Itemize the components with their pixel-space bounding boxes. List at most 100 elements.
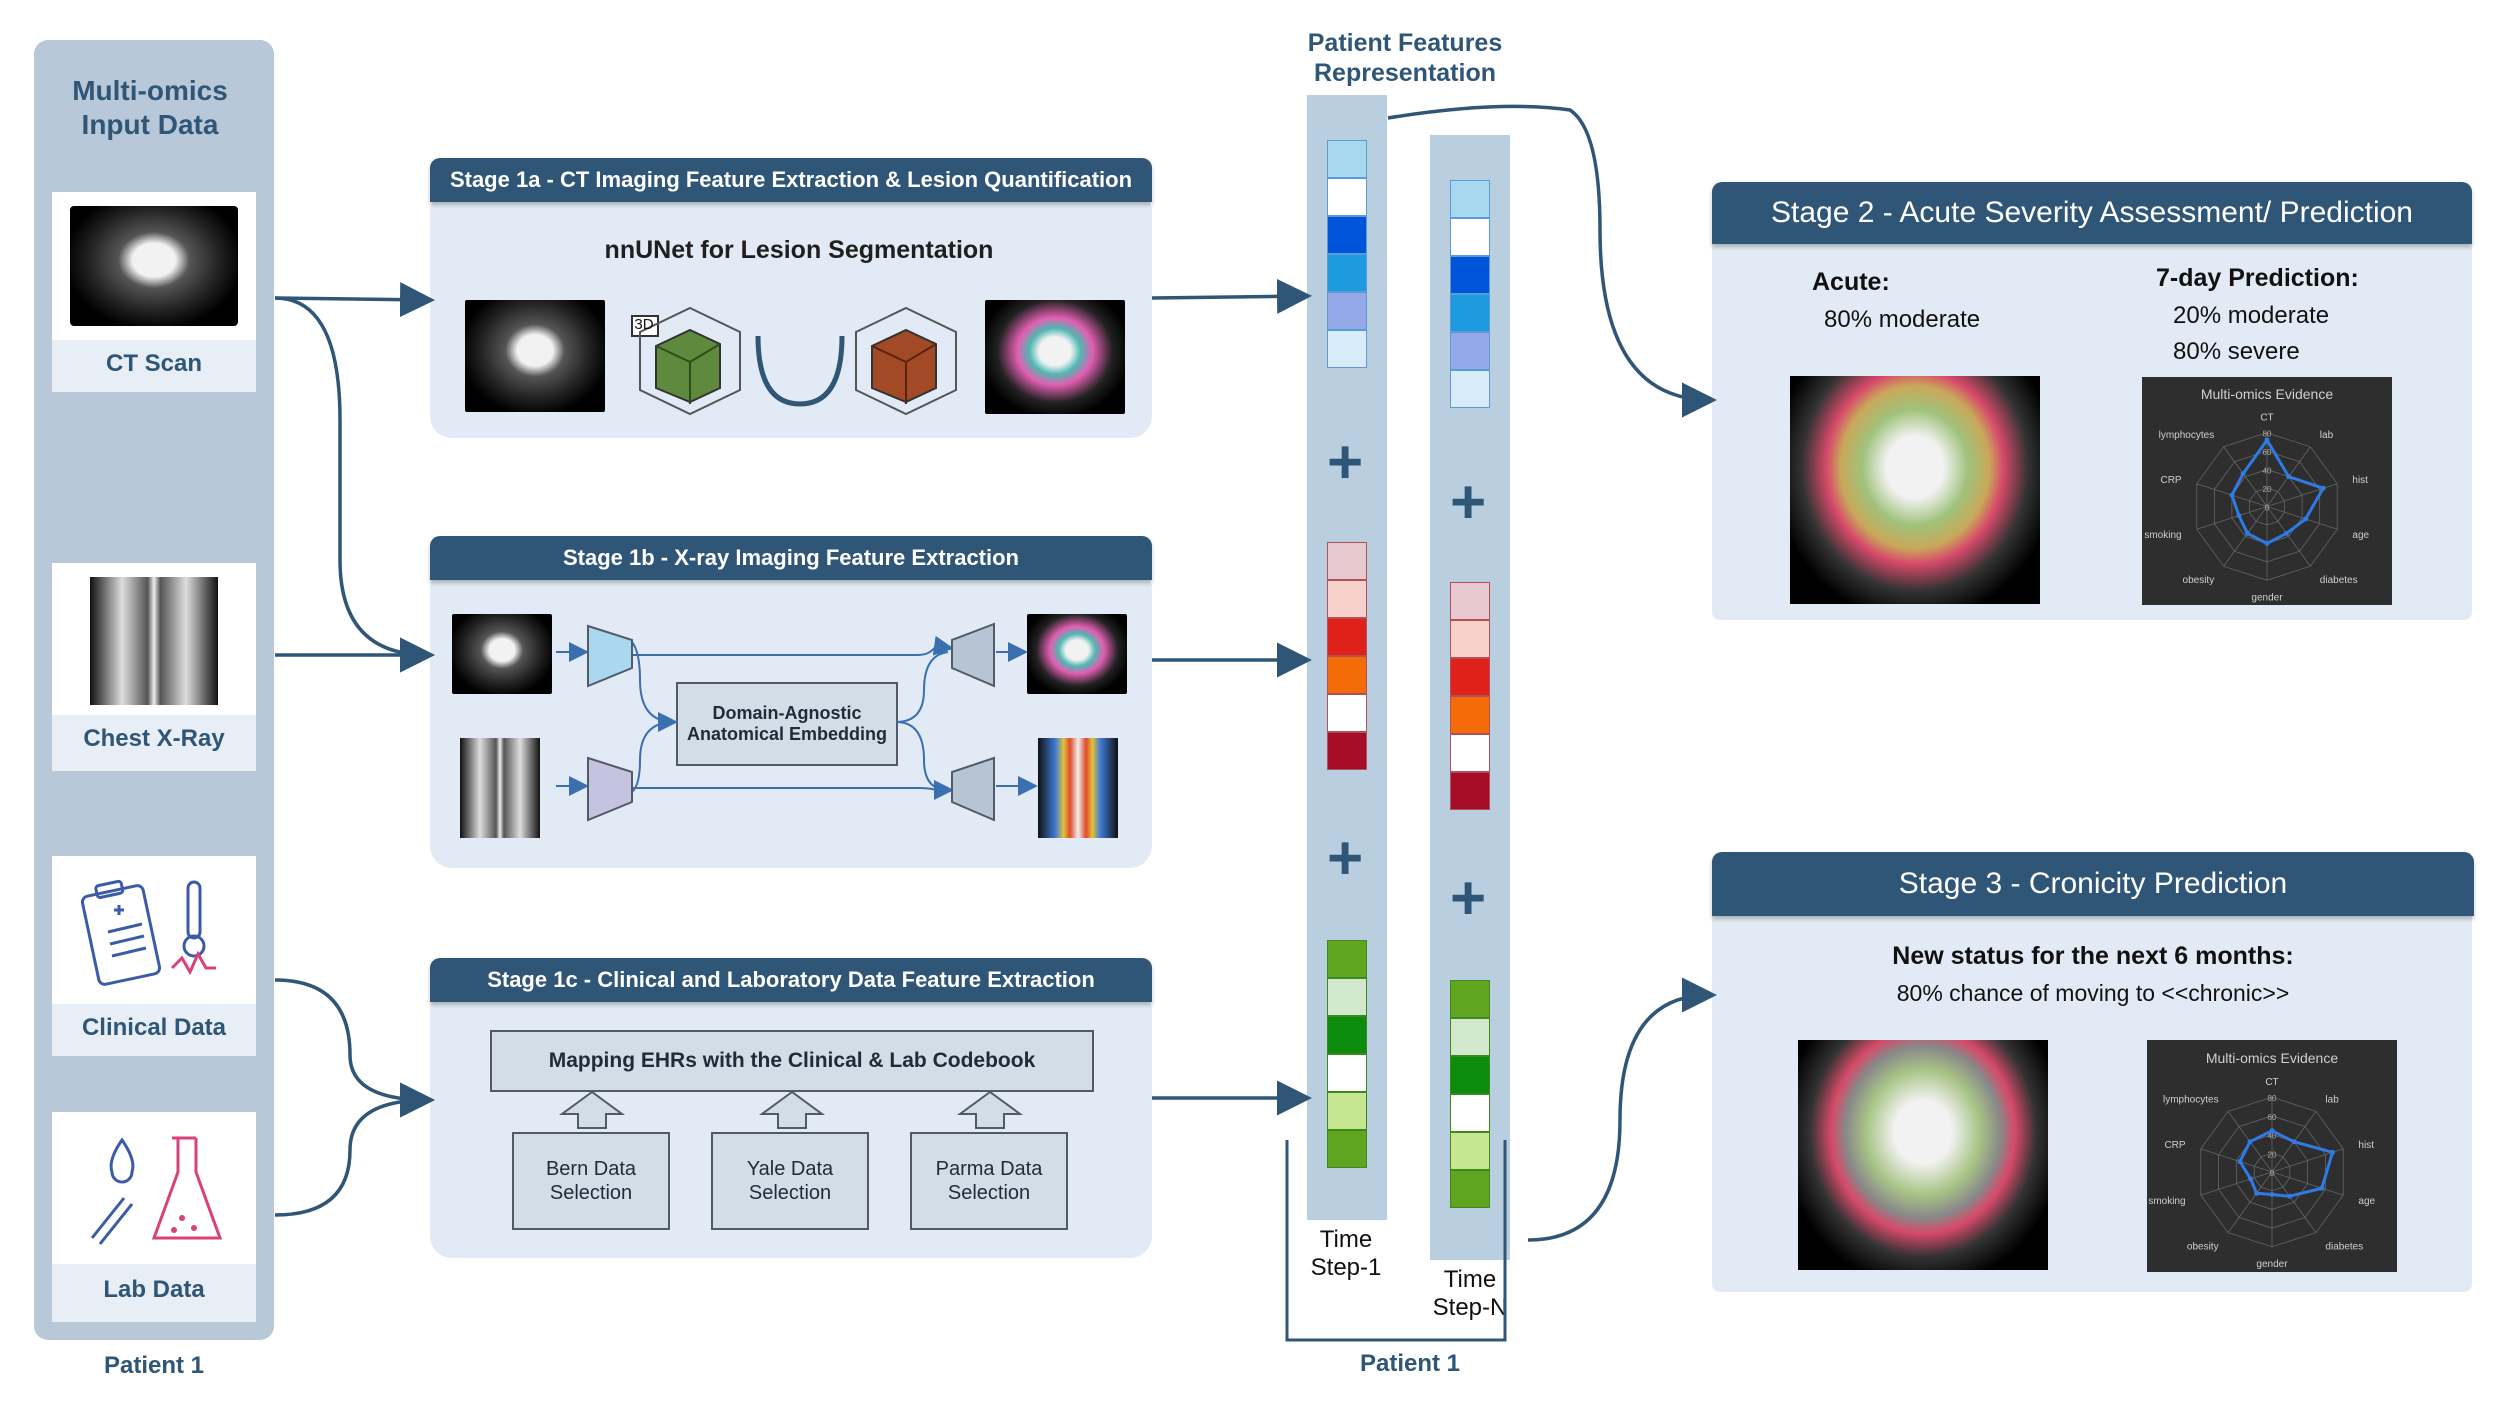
radar-point [2248, 1176, 2254, 1182]
stage1a-header: Stage 1a - CT Imaging Feature Extraction… [430, 158, 1152, 202]
radar-point [2319, 1185, 2325, 1191]
radar-tick-label: 20 [2268, 1150, 2277, 1159]
radar-axis-label: lymphocytes [2163, 1094, 2219, 1105]
stage1c-header: Stage 1c - Clinical and Laboratory Data … [430, 958, 1152, 1002]
xray-stage-xray-input [460, 738, 540, 838]
radar-point [2237, 1159, 2243, 1165]
radar-axis-label: obesity [2187, 1242, 2219, 1253]
radar-tick-label: 80 [2263, 430, 2272, 439]
stage3-status-value: 80% chance of moving to <<chronic>> [1896, 980, 2290, 1006]
radar-tick-label: 60 [2263, 448, 2272, 457]
radar-tick-label: 40 [2268, 1132, 2277, 1141]
stage1a-subtitle: nnUNet for Lesion Segmentation [604, 236, 994, 264]
radar-point [2286, 474, 2292, 480]
radar-axis-label: diabetes [2325, 1242, 2363, 1253]
acute-value: 80% moderate [1824, 306, 1981, 333]
radar-point [2229, 492, 2235, 498]
radar-axis-label: lab [2320, 430, 2334, 441]
feature-column-stepN [1430, 135, 1510, 1260]
selection-up-arrows [558, 1090, 1024, 1129]
stage2-radar-title: Multi-omics Evidence [2200, 386, 2334, 402]
radar-point [2264, 437, 2270, 443]
radar-axis-label: age [2352, 530, 2369, 541]
badge-3d: 3D [634, 316, 654, 333]
radar-axis-label: hist [2352, 475, 2368, 486]
radar-point [2303, 516, 2309, 522]
parma-selection-box: Parma Data Selection [910, 1132, 1068, 1230]
radar-point [2269, 1128, 2275, 1134]
radar-axis-label: hist [2358, 1140, 2374, 1151]
radar-tick-label: 0 [2265, 504, 2270, 513]
plus-icon: + [1450, 468, 1487, 537]
stage3-header: Stage 3 - Cronicity Prediction [1712, 852, 2474, 916]
unet-bridge-icon [755, 335, 845, 407]
ct-card[interactable]: CT Scan [52, 192, 256, 392]
stage2-header: Stage 2 - Acute Severity Assessment/ Pre… [1712, 182, 2472, 244]
xray-stage-ct-input [452, 614, 552, 694]
radar-tick-label: 60 [2268, 1113, 2277, 1122]
clinical-card[interactable]: Clinical Data [52, 856, 256, 1056]
radar-point [2320, 485, 2326, 491]
plus-icon: + [1327, 824, 1364, 893]
radar-spoke [2271, 1171, 2317, 1233]
radar-point [2291, 1139, 2297, 1145]
radar-point [2284, 530, 2290, 536]
stage3-status-title: New status for the next 6 months: [1892, 942, 2294, 970]
stage3-ct-overlay [1798, 1040, 2048, 1270]
ct-input-slice [465, 300, 605, 412]
radar-spoke [2227, 1171, 2273, 1233]
radar-axis-label: obesity [2183, 575, 2215, 586]
radar-spoke [2271, 1171, 2344, 1196]
radar-axis-label: CRP [2164, 1140, 2185, 1151]
radar-spoke [2200, 1148, 2273, 1173]
lab-flask-icon [90, 1136, 223, 1245]
radar-spoke [2266, 506, 2311, 567]
xray-card[interactable]: Chest X-Ray [52, 563, 256, 771]
acute-label: Acute: [1812, 268, 1890, 296]
radar-spoke [2223, 446, 2268, 507]
prediction-severe: 80% severe [2173, 338, 2300, 365]
time-step-n-label: Time Step-N [1432, 1266, 1508, 1321]
radar-axis-label: smoking [2144, 530, 2181, 541]
radar-point [2269, 1191, 2275, 1197]
radar-axis-label: CT [2265, 1077, 2278, 1088]
lab-card[interactable]: Lab Data [52, 1112, 256, 1322]
radar-point [2247, 1139, 2253, 1145]
radar-axis-label: gender [2256, 1259, 2288, 1270]
radar-tick-label: 80 [2268, 1094, 2277, 1103]
radar-point [2244, 530, 2250, 536]
encoder-cube-icon [631, 306, 741, 416]
radar-axis-label: lymphocytes [2159, 430, 2215, 441]
feature-column-step1 [1307, 95, 1387, 1220]
radar-spoke [2223, 506, 2268, 567]
stage2-radar-chart: CTlabhistagediabetesgenderobesitysmoking… [2144, 413, 2369, 604]
radar-point [2236, 513, 2242, 519]
radar-tick-label: 20 [2263, 485, 2272, 494]
radar-tick-label: 0 [2270, 1169, 2275, 1178]
embedding-box: Domain-Agnostic Anatomical Embedding [676, 682, 898, 766]
ct-label: CT Scan [105, 350, 203, 377]
radar-axis-label: age [2358, 1196, 2375, 1207]
decoder-cube-icon [855, 306, 957, 416]
stage3-radar-title: Multi-omics Evidence [2205, 1050, 2339, 1066]
radar-point [2240, 471, 2246, 477]
xray-label: Chest X-Ray [83, 725, 225, 752]
xray-stage-ct-output [1027, 614, 1127, 694]
time-step-1-label: Time Step-1 [1310, 1226, 1382, 1281]
stage3-radar-chart: CTlabhistagediabetesgenderobesitysmoking… [2148, 1077, 2375, 1270]
yale-selection-box: Yale Data Selection [711, 1132, 869, 1230]
radar-axis-label: CT [2260, 413, 2273, 424]
prediction-label: 7-day Prediction: [2156, 264, 2359, 292]
radar-spoke [2200, 1171, 2273, 1196]
plus-icon: + [1450, 864, 1487, 933]
ct-segmented-slice [985, 300, 1125, 414]
radar-spoke [2266, 506, 2338, 530]
radar-spoke [2196, 506, 2268, 530]
input-title: Multi-omics Input Data [72, 75, 228, 140]
stage2-ct-overlay [1790, 376, 2040, 604]
radar-axis-label: diabetes [2320, 575, 2358, 586]
radar-tick-label: 40 [2263, 467, 2272, 476]
radar-point [2264, 540, 2270, 546]
lab-label: Lab Data [103, 1276, 205, 1303]
